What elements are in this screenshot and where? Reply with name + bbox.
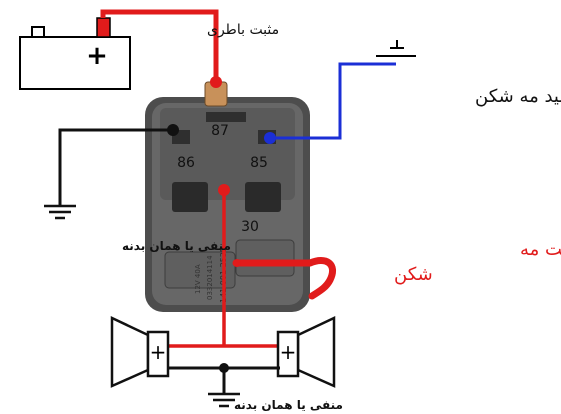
relay-output-label-line1: خروجی رله به سمت مه [520, 239, 561, 260]
relay-pin-30-label: 30 [241, 219, 259, 235]
ground-symbol-top [44, 204, 76, 220]
battery-positive-wire [100, 9, 219, 82]
pin-86-node [167, 124, 179, 136]
ground-wire-top [58, 128, 173, 205]
ground-label-bottom: منفی یا همان بدنه [234, 398, 343, 412]
battery-positive-label: مثبت باطری [207, 22, 279, 38]
battery-plus-sign: + [86, 41, 108, 71]
fog-key-switch [376, 40, 416, 57]
output-pointer-dot [233, 259, 241, 267]
pin-85-node [264, 132, 276, 144]
right-lamp-plus: + [280, 340, 297, 364]
fog-key-label: کلید مه شکن [475, 86, 561, 107]
relay-body [145, 97, 310, 312]
relay-spec-line-2: 0332014114 [206, 255, 214, 300]
pin-30-node [218, 184, 230, 196]
ground-symbol-bottom [208, 392, 240, 408]
output-pointer-arrow [232, 256, 336, 300]
left-lamp-plus: + [150, 340, 167, 364]
fog-lamp-right [276, 316, 336, 388]
relay-pin-85-label: 85 [250, 155, 268, 171]
ground-label-top: منفی یا همان بدنه [122, 239, 231, 253]
lamp-ground-node [219, 363, 229, 373]
relay-pin-87-label: 87 [211, 123, 229, 139]
relay-output-label-line2: شکن [394, 264, 433, 285]
relay-pin-86-label: 86 [177, 155, 195, 171]
pin-87-node [210, 76, 222, 88]
relay-spec-line-1: 12V 40A [194, 264, 202, 294]
battery: + [19, 17, 131, 90]
fog-lamp-left [110, 316, 170, 388]
fog-key-wire [270, 62, 396, 140]
